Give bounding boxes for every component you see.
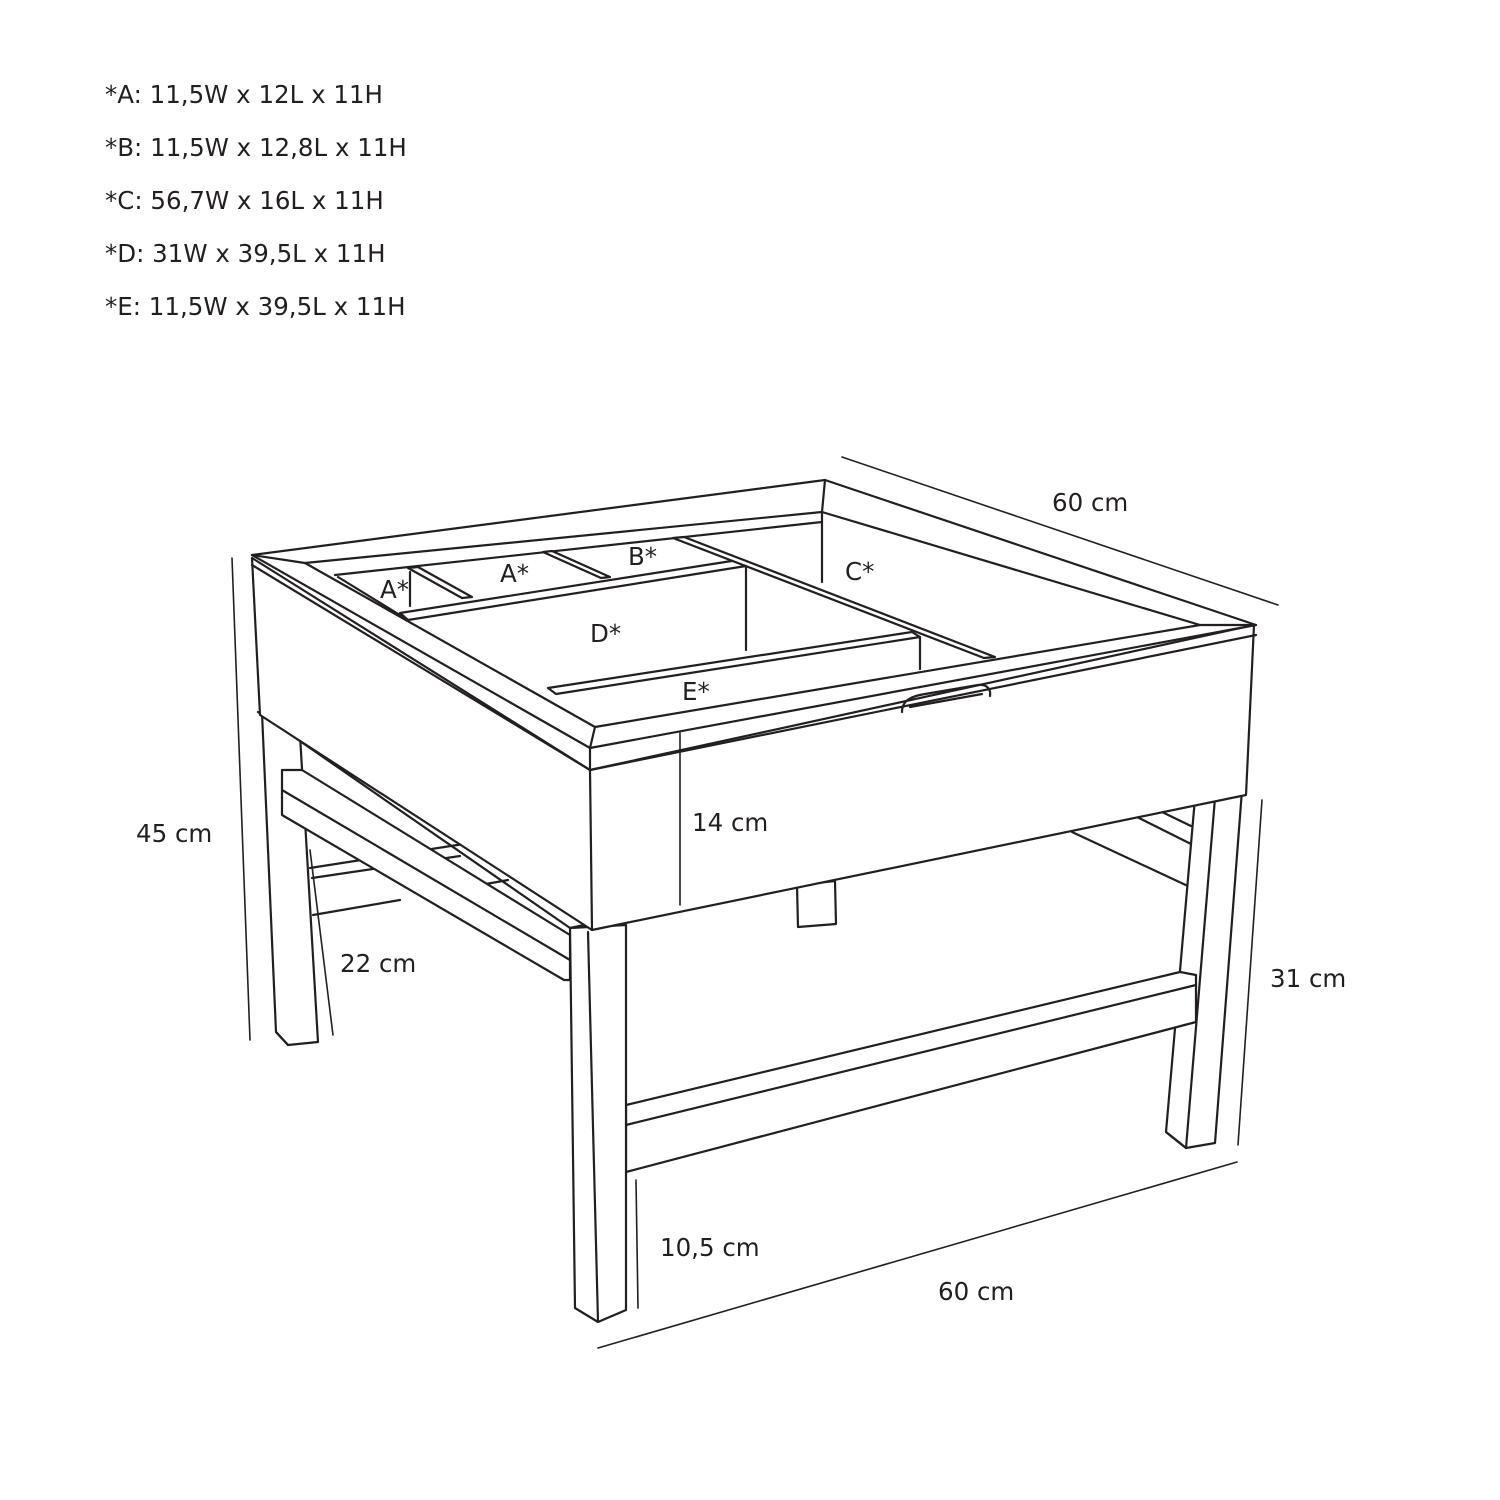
compartment-legend: *A: 11,5W x 12L x 11H *B: 11,5W x 12,8L …: [105, 82, 407, 347]
back-leg: [795, 879, 838, 929]
dimension-floor-clearance: 10,5 cm: [660, 1233, 760, 1262]
dimension-box-height: 14 cm: [692, 808, 768, 837]
label-compartment-b: B*: [628, 542, 657, 571]
legend-item-c: *C: 56,7W x 16L x 11H: [105, 186, 384, 215]
legend-item-a: *A: 11,5W x 12L x 11H: [105, 80, 383, 109]
dimension-leg-height: 31 cm: [1270, 964, 1346, 993]
label-compartment-a-right: A*: [500, 559, 529, 588]
label-compartment-d: D*: [590, 619, 621, 648]
left-leg: [260, 711, 320, 1047]
legend-item-d: *D: 31W x 39,5L x 11H: [105, 239, 386, 268]
label-compartment-e: E*: [682, 677, 710, 706]
label-compartment-a-left: A*: [380, 575, 409, 604]
dimension-depth-top: 60 cm: [1052, 488, 1128, 517]
handle: [900, 683, 992, 714]
compartment-dividers: [333, 510, 997, 696]
top-frame: [250, 478, 1258, 772]
front-leg: [568, 923, 628, 1324]
right-leg: [1164, 788, 1244, 1150]
dimension-shelf-gap: 22 cm: [340, 949, 416, 978]
legend-item-b: *B: 11,5W x 12,8L x 11H: [105, 133, 407, 162]
dimension-lines: [231, 456, 1279, 1349]
dimension-width-bottom: 60 cm: [938, 1277, 1014, 1306]
label-compartment-c: C*: [845, 557, 874, 586]
back-right-frame: [1070, 810, 1193, 889]
front-shelf-rail: [624, 970, 1198, 1174]
dimension-total-height: 45 cm: [136, 819, 212, 848]
legend-item-e: *E: 11,5W x 39,5L x 11H: [105, 292, 406, 321]
